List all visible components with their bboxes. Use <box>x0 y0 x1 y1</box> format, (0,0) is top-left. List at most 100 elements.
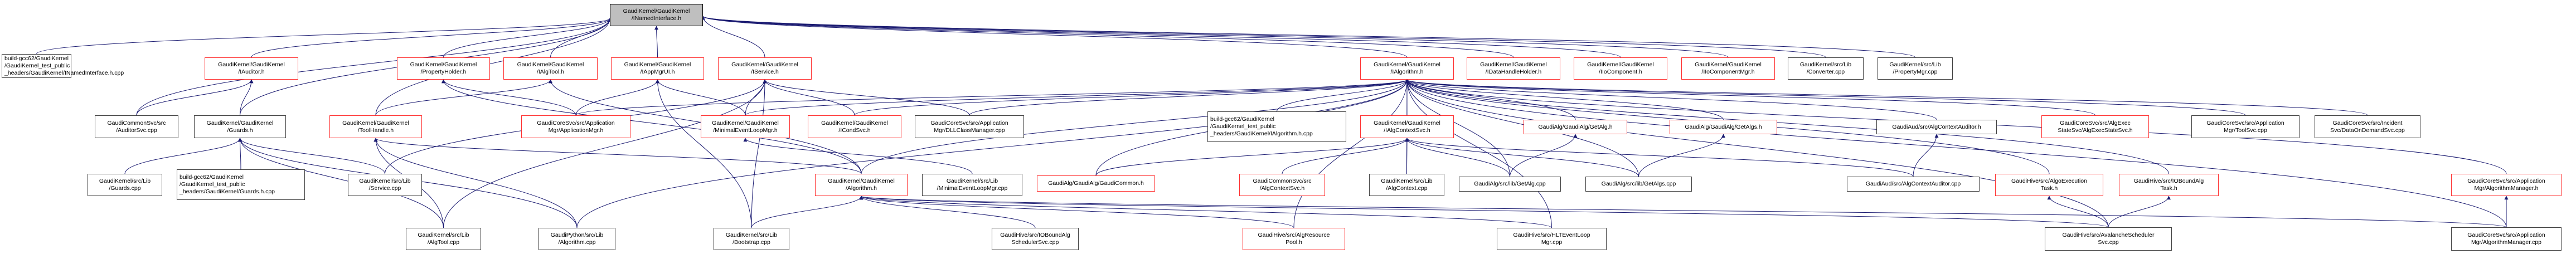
node-algctxauditor-h[interactable]: GaudiAud/src/AlgContextAuditor.h <box>1876 120 1997 134</box>
edge-bootstrap_cpp-to-algorithm_h <box>751 196 863 228</box>
edge-toolsvc-to-ialgorithm <box>1405 79 2246 116</box>
node-auditorsvc[interactable]: GaudiCommonSvc/src /AuditorSvc.cpp <box>95 115 178 138</box>
node-dataondemand[interactable]: GaudiCoreSvc/src/Incident Svc/DataOnDema… <box>2315 115 2420 138</box>
node-idatahandleholder[interactable]: GaudiKernel/GaudiKernel /IDataHandleHold… <box>1467 57 1560 80</box>
node-label: GaudiCoreSvc/src/AlgExec StateSvc/AlgExe… <box>2058 119 2133 134</box>
node-label: GaudiKernel/src/Lib /MinimalEventLoopMgr… <box>937 178 1008 192</box>
node-label: GaudiKernel/GaudiKernel /IAlgTool.h <box>517 61 584 75</box>
node-bootstrap-cpp[interactable]: GaudiKernel/src/Lib /Bootstrap.cpp <box>714 228 789 250</box>
edge-dllclassmgr-to-ialgorithm <box>969 79 1409 116</box>
node-ialgcontextsvc[interactable]: GaudiKernel/GaudiKernel /IAlgContextSvc.… <box>1360 115 1454 138</box>
node-service-cpp[interactable]: GaudiKernel/src/Lib /Service.cpp <box>348 174 422 196</box>
edge-ioboundsched_cpp-to-algorithm_h <box>859 196 1036 228</box>
edge-algorithm_h-to-ialgorithm <box>861 79 1409 174</box>
node-label: GaudiKernel/GaudiKernel /IIoComponent.h <box>1587 61 1654 75</box>
node-toolhandle[interactable]: GaudiKernel/GaudiKernel /ToolHandle.h <box>329 115 422 138</box>
node-getalg-h[interactable]: GaudiAlg/GaudiAlg/GetAlg.h <box>1524 120 1627 134</box>
edge-algmanager_cpp-to-algorithm_h <box>860 196 2507 228</box>
node-ialgorithm-cpp[interactable]: build-gcc62/GaudiKernel /GaudiKernel_tes… <box>1207 111 1346 142</box>
node-label: GaudiCoreSvc/src/Application Mgr/Algorit… <box>2467 232 2545 246</box>
node-iiocomponentmgr[interactable]: GaudiKernel/GaudiKernel /IIoComponentMgr… <box>1681 57 1775 80</box>
edge-getalg_cpp-to-getalg_h <box>1510 134 1578 177</box>
edge-appmgr_h-to-propholder <box>442 79 576 116</box>
node-algmanager-h[interactable]: GaudiCoreSvc/src/Application Mgr/Algorit… <box>2451 174 2562 196</box>
node-inamed-cpp[interactable]: build-gcc62/GaudiKernel /GaudiKernel_tes… <box>2 54 124 78</box>
node-converter[interactable]: GaudiKernel/src/Lib /Converter.cpp <box>1788 57 1864 80</box>
edge-gaudicommon_h-to-ialgcontextsvc <box>1095 138 1409 176</box>
node-algoexectask-h[interactable]: GaudiHive/src/AlgoExecution Task.h <box>1995 174 2103 196</box>
edge-avalanche_cpp-to-ioboundalgtask_h <box>2108 196 2171 228</box>
node-minevtloop-h[interactable]: GaudiKernel/GaudiKernel /MinimalEventLoo… <box>701 115 790 138</box>
edge-py_algorithm_cpp-to-ialgorithm <box>576 79 1409 228</box>
node-dllclassmgr[interactable]: GaudiCoreSvc/src/Application Mgr/DLLClas… <box>915 115 1024 138</box>
node-propholder[interactable]: GaudiKernel/GaudiKernel /PropertyHolder.… <box>397 57 490 80</box>
edge-hlteventloop_cpp-to-algorithm_h <box>859 196 1552 228</box>
edge-icondsvc-to-iservice <box>763 79 855 116</box>
node-algexecstate-h[interactable]: GaudiCoreSvc/src/AlgExec StateSvc/AlgExe… <box>2041 115 2149 138</box>
node-label: GaudiKernel/GaudiKernel /IDataHandleHold… <box>1480 61 1547 75</box>
edge-iauditor-to-inamed <box>251 18 612 58</box>
edge-bootstrap_cpp-to-iappmgrui <box>656 79 752 228</box>
edge-minevtloop_h-to-iappmgrui <box>656 79 746 116</box>
node-label: GaudiKernel/GaudiKernel /PropertyHolder.… <box>410 61 477 75</box>
node-minevtloop-cpp[interactable]: GaudiKernel/src/Lib /MinimalEventLoopMgr… <box>922 174 1022 196</box>
node-label: GaudiKernel/src/Lib /AlgTool.cpp <box>418 232 469 246</box>
node-label: GaudiCoreSvc/src/Application Mgr/Algorit… <box>2467 178 2545 192</box>
node-guards-cpp[interactable]: GaudiKernel/src/Lib /Guards.cpp <box>88 174 162 196</box>
node-iiocomponent[interactable]: GaudiKernel/GaudiKernel /IIoComponent.h <box>1574 57 1667 80</box>
node-py-algorithm-cpp[interactable]: GaudiPython/src/Lib /Algorithm.cpp <box>539 228 615 250</box>
node-ioboundalgtask-h[interactable]: GaudiHive/src/IOBoundAlg Task.h <box>2119 174 2219 196</box>
edge-getalgs_cpp-to-getalgs_h <box>1638 134 1725 177</box>
edge-dataondemand-to-ialgorithm <box>1405 79 2368 116</box>
node-gaudicommon-h[interactable]: GaudiAlg/GaudiAlg/GaudiCommon.h <box>1037 175 1155 192</box>
node-propertymgr[interactable]: GaudiKernel/src/Lib /PropertyMgr.cpp <box>1878 57 1953 80</box>
edge-iiocomponentmgr-to-inamed <box>701 16 1729 58</box>
node-toolsvc[interactable]: GaudiCoreSvc/src/Application Mgr/ToolSvc… <box>2191 115 2300 138</box>
node-getalgs-h[interactable]: GaudiAlg/GaudiAlg/GetAlgs.h <box>1670 120 1777 134</box>
edge-iiocomponent-to-inamed <box>701 16 1621 58</box>
edge-getalg_cpp-to-ialgcontextsvc <box>1405 138 1510 177</box>
node-iservice[interactable]: GaudiKernel/GaudiKernel /IService.h <box>718 57 812 80</box>
edge-ioboundalgtask_h-to-ialgorithm <box>1405 79 2169 174</box>
node-hlteventloop-cpp[interactable]: GaudiHive/src/HLTEventLoop Mgr.cpp <box>1497 228 1607 250</box>
edge-algorithm_h-to-propholder <box>442 79 862 174</box>
edge-converter-to-inamed <box>701 16 1826 58</box>
edge-dllclassmgr-to-iservice <box>763 79 970 116</box>
node-ialgtool[interactable]: GaudiKernel/GaudiKernel /IAlgTool.h <box>503 57 598 80</box>
edge-propholder-to-inamed <box>443 18 612 58</box>
edge-getalg_cpp-to-ialgorithm <box>1405 79 1510 177</box>
edge-getalgs_h-to-ialgorithm <box>1405 79 1724 120</box>
node-guards-h[interactable]: GaudiKernel/GaudiKernel /Guards.h <box>194 115 286 138</box>
node-algcontext-cpp[interactable]: GaudiKernel/src/Lib /AlgContext.cpp <box>1369 174 1444 196</box>
node-icondsvc[interactable]: GaudiKernel/GaudiKernel /ICondSvc.h <box>808 115 901 138</box>
node-label: GaudiAlg/GaudiAlg/GetAlgs.h <box>1685 123 1762 130</box>
node-guards-h-cpp[interactable]: build-gcc62/GaudiKernel /GaudiKernel_tes… <box>177 169 305 200</box>
node-appmgr-h[interactable]: GaudiCoreSvc/src/Application Mgr/Applica… <box>521 115 630 138</box>
node-label: GaudiCoreSvc/src/Incident Svc/DataOnDema… <box>2330 119 2405 134</box>
node-iauditor[interactable]: GaudiKernel/GaudiKernel /IAuditor.h <box>205 57 298 80</box>
node-getalg-cpp[interactable]: GaudiAlg/src/lib/GetAlg.cpp <box>1459 177 1561 192</box>
node-label: GaudiHive/src/AlgoExecution Task.h <box>2011 178 2087 192</box>
node-label: GaudiKernel/GaudiKernel /Guards.h <box>206 119 274 134</box>
node-iappmgrui[interactable]: GaudiKernel/GaudiKernel /IAppMgrUI.h <box>611 57 704 80</box>
node-avalanche-cpp[interactable]: GaudiHive/src/AvalancheScheduler Svc.cpp <box>2045 227 2172 251</box>
node-ialgorithm[interactable]: GaudiKernel/GaudiKernel /IAlgorithm.h <box>1360 57 1454 80</box>
node-ioboundsched-cpp[interactable]: GaudiHive/src/IOBoundAlg SchedulerSvc.cp… <box>992 228 1079 250</box>
edge-service_cpp-to-guards_h <box>238 138 385 174</box>
node-algcontextsvc-h[interactable]: GaudiCommonSvc/src /AlgContextSvc.h <box>1239 174 1325 196</box>
node-algtool-cpp[interactable]: GaudiKernel/src/Lib /AlgTool.cpp <box>406 228 481 250</box>
node-algresourcepool-h[interactable]: GaudiHive/src/AlgResource Pool.h <box>1243 228 1345 250</box>
node-algorithm-h[interactable]: GaudiKernel/GaudiKernel /Algorithm.h <box>815 174 908 196</box>
node-label: GaudiKernel/GaudiKernel /MinimalEventLoo… <box>712 119 779 134</box>
node-label: GaudiKernel/GaudiKernel /IAuditor.h <box>218 61 285 75</box>
node-inamed[interactable]: GaudiKernel/GaudiKernel /INamedInterface… <box>610 4 703 26</box>
node-label: GaudiAud/src/AlgContextAuditor.cpp <box>1865 180 1961 187</box>
edge-getalgs_cpp-to-ialgcontextsvc <box>1405 138 1639 177</box>
edge-algmanager_cpp-to-ialgorithm <box>1405 79 2507 228</box>
node-algctxauditor-cpp[interactable]: GaudiAud/src/AlgContextAuditor.cpp <box>1847 177 1980 192</box>
node-label: GaudiHive/src/AvalancheScheduler Svc.cpp <box>2062 232 2155 246</box>
node-label: build-gcc62/GaudiKernel /GaudiKernel_tes… <box>180 174 275 195</box>
node-getalgs-cpp[interactable]: GaudiAlg/src/lib/GetAlgs.cpp <box>1585 177 1692 192</box>
node-algmanager-cpp[interactable]: GaudiCoreSvc/src/Application Mgr/Algorit… <box>2451 227 2562 251</box>
edge-avalanche_cpp-to-algorithm_h <box>860 196 2109 228</box>
